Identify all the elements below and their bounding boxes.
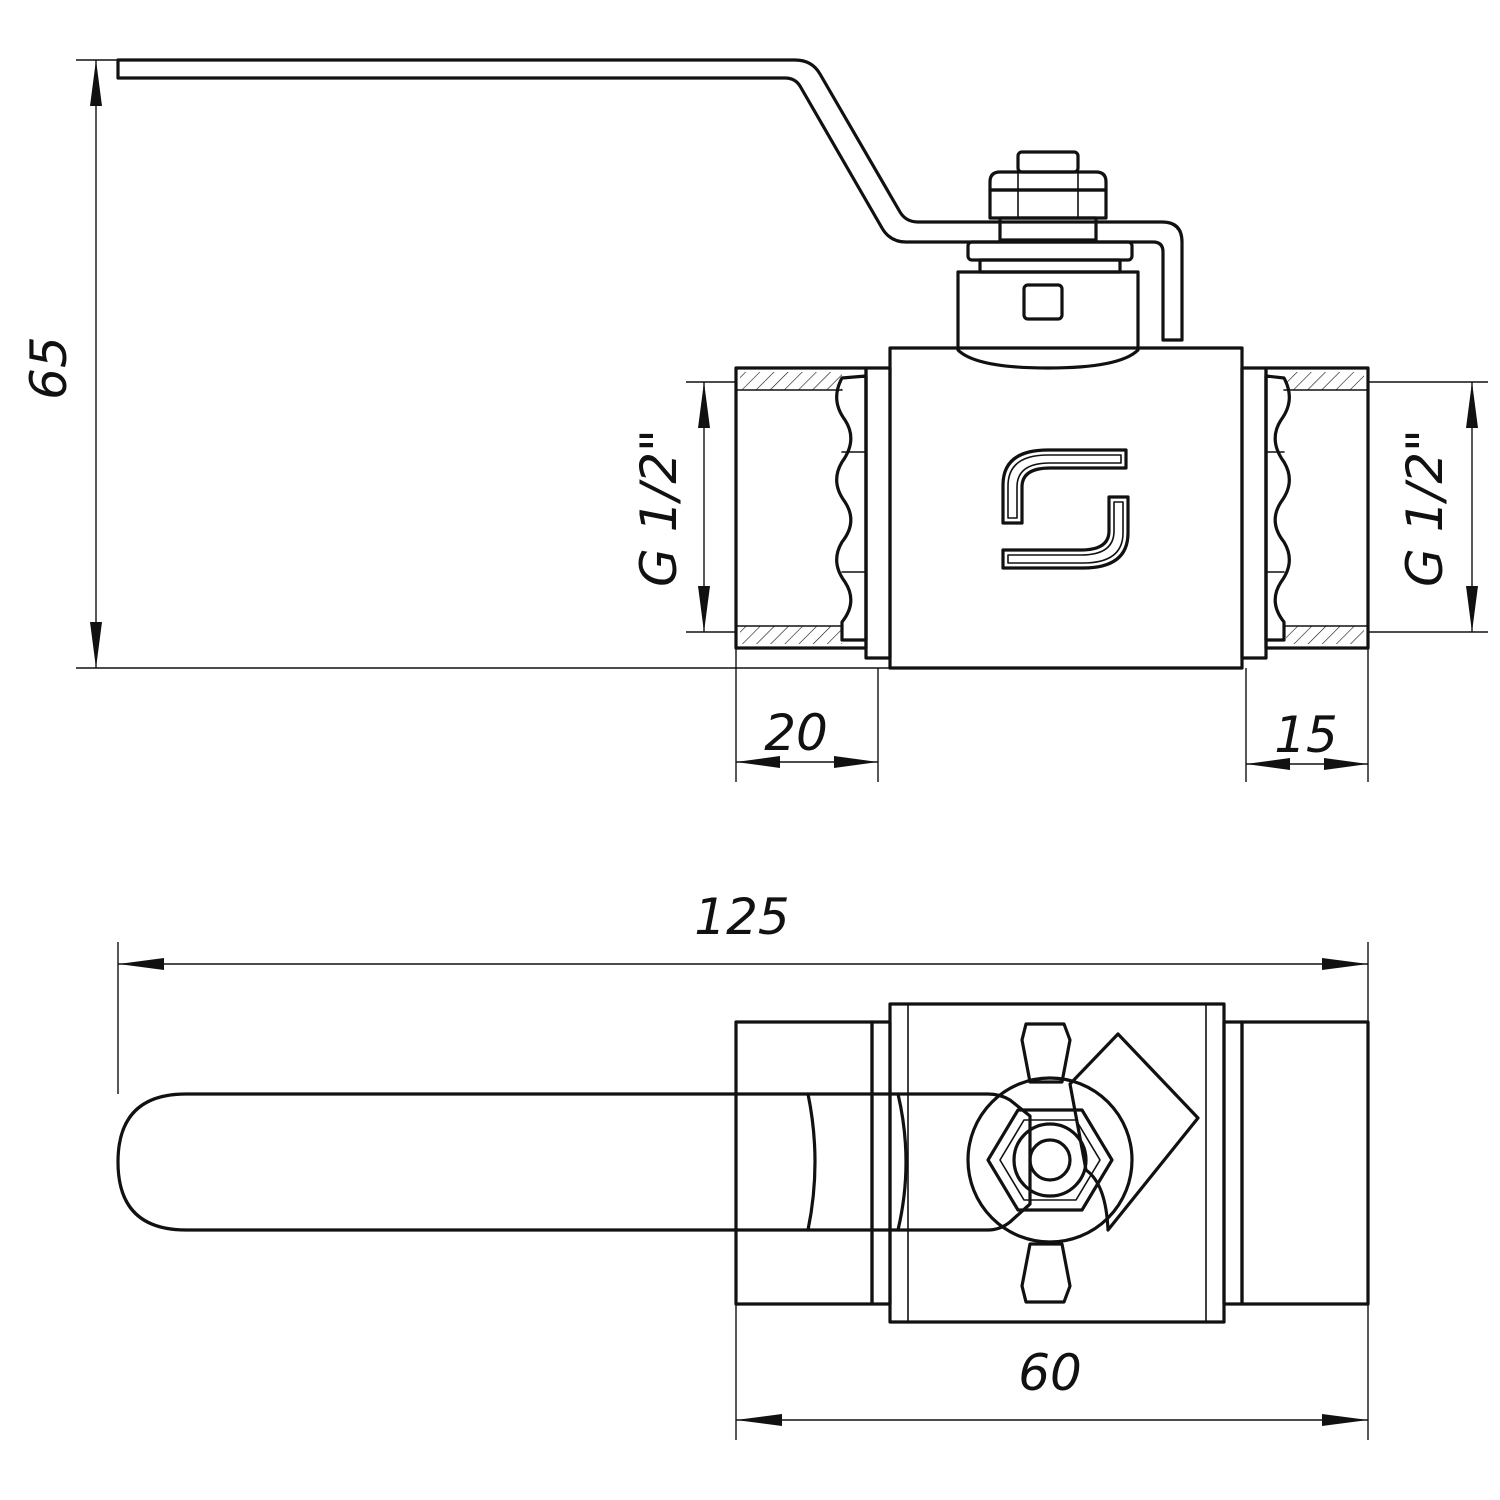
dimension-thread-right: G 1/2" [1368, 381, 1488, 633]
thread-left-label: G 1/2" [630, 429, 688, 587]
logo-s-mark: S [1001, 448, 1130, 570]
side-lever-handle [116, 58, 1184, 342]
dimension-thread-length-left: 20 [735, 648, 879, 782]
dimension-overall-length: 125 [117, 888, 1369, 1094]
top-left-end [734, 1020, 892, 1306]
dimension-height: 65 [20, 59, 890, 669]
dimension-thread-left: G 1/2" [630, 381, 736, 633]
left-thread-end [734, 366, 892, 660]
hex-nut [986, 1108, 1114, 1212]
thread-right-label: G 1/2" [1396, 429, 1454, 587]
top-lever-handle [116, 1092, 1032, 1232]
side-view: S 65 G [20, 58, 1488, 782]
top-view: 125 60 [116, 888, 1370, 1440]
right-thread-end [1240, 366, 1370, 660]
valve-body [888, 346, 1244, 670]
body-length-label: 60 [1018, 1344, 1082, 1402]
top-right-end [1222, 1020, 1370, 1306]
thread-length-right-label: 15 [1274, 706, 1338, 764]
stem-washer [966, 1076, 1134, 1244]
stop-lugs [1020, 1022, 1072, 1304]
stem-nut-stack [966, 150, 1134, 274]
top-body [888, 1002, 1226, 1324]
handle-pointer [1068, 1032, 1200, 1232]
dimension-thread-length-right: 15 [1245, 648, 1369, 782]
height-label: 65 [20, 336, 78, 400]
stem-housing [956, 270, 1140, 370]
thread-length-left-label: 20 [764, 704, 828, 762]
dimension-body-length: 60 [735, 1304, 1369, 1440]
overall-length-label: 125 [694, 888, 789, 946]
